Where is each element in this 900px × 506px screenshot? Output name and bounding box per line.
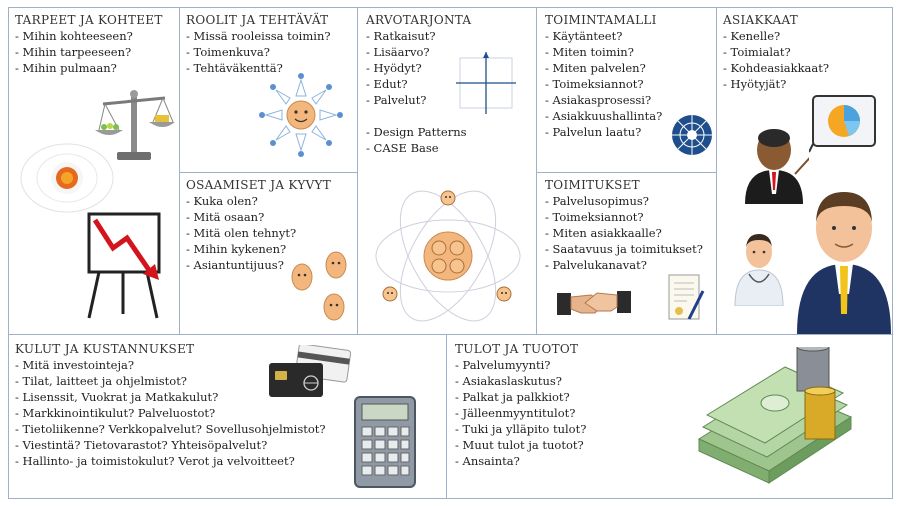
calculator-icon <box>354 396 416 488</box>
list-item: Mitä olen tehnyt? <box>186 225 297 241</box>
block-title: ASIAKKAAT <box>723 13 799 27</box>
list-item: Mihin tarpeeseen? <box>15 44 133 60</box>
credit-cards-icon <box>269 345 352 397</box>
list-item: Tuki ja ylläpito tulot? <box>455 421 587 437</box>
list-item: Palvelumyynti? <box>455 357 586 373</box>
block-title: KULUT JA KUSTANNUKSET <box>15 342 195 356</box>
block-title: ARVOTARJONTA <box>366 13 472 27</box>
list-item: Mitä investointeja? <box>15 357 326 373</box>
block-title: TARPEET JA KOHTEET <box>15 13 163 27</box>
block-items: Palvelusopimus? Toimeksiannot? Miten asi… <box>545 193 703 273</box>
block-items: Palvelumyynti? Asiakaslaskutus? Palkat j… <box>455 357 587 469</box>
list-item: Hyötyjät? <box>723 76 829 92</box>
quadrant-icon <box>456 52 516 114</box>
list-item: Missä rooleissa toimin? <box>186 28 331 44</box>
list-item: Tilat, laitteet ja ohjelmistot? <box>15 373 326 389</box>
list-item: Saatavuus ja toimitukset? <box>545 241 703 257</box>
list-item: Toimeksiannot? <box>545 76 662 92</box>
block-osaamiset: OSAAMISET JA KYVYT Kuka olen? Mitä osaan… <box>179 172 358 335</box>
list-item: Ansainta? <box>455 453 586 469</box>
list-item: Palvelusopimus? <box>545 193 703 209</box>
block-title: OSAAMISET JA KYVYT <box>186 178 332 192</box>
list-item: - Design Patterns <box>366 125 467 139</box>
block-asiakkaat: ASIAKKAAT Kenelle? Toimialat? Kohdeasiak… <box>716 7 893 335</box>
list-item: Edut? <box>366 76 436 92</box>
block-arvotarjonta: ARVOTARJONTA Ratkaisut? Lisäarvo? Hyödyt… <box>357 7 537 335</box>
scale-icon <box>95 90 175 160</box>
block-items: Missä rooleissa toimin? Toimenkuva? Teht… <box>186 28 331 76</box>
list-item: Hallinto- ja toimistokulut? Verot ja vel… <box>15 453 326 469</box>
doctor-icon <box>734 234 784 306</box>
businessman-light-icon <box>797 192 891 334</box>
block-items: Ratkaisut? Lisäarvo? Hyödyt? Edut? Palve… <box>366 28 436 108</box>
list-item: Muut tulot ja tuotot? <box>455 437 586 453</box>
process-wheel-icon <box>672 115 712 155</box>
list-item: Asiantuntijuus? <box>186 257 296 273</box>
list-item: Asiakkuushallinta? <box>545 108 663 124</box>
block-title: TULOT JA TUOTOT <box>455 342 579 356</box>
value-atom-icon <box>375 190 521 322</box>
list-item: Kenelle? <box>723 28 829 44</box>
list-item: Mihin kykenen? <box>186 241 296 257</box>
list-item: Asiakasprosessi? <box>545 92 662 108</box>
list-item: Miten asiakkaalle? <box>545 225 703 241</box>
atom-icon <box>20 143 114 213</box>
list-item: Asiakaslaskutus? <box>455 373 586 389</box>
block-tarpeet: TARPEET JA KOHTEET Mihin kohteeseen? Mih… <box>8 7 180 335</box>
block-toimitukset: TOIMITUKSET Palvelusopimus? Toimeksianno… <box>536 172 717 335</box>
presentation-board-icon <box>809 95 876 153</box>
list-item: Palvelut? <box>366 92 436 108</box>
block-title: ROOLIT JA TEHTÄVÄT <box>186 13 329 27</box>
handshake-icon <box>557 291 631 315</box>
list-item: Mitä osaan? <box>186 209 296 225</box>
block-items: Kuka olen? Mitä osaan? Mitä olen tehnyt?… <box>186 193 297 273</box>
list-item: Kohdeasiakkaat? <box>723 60 830 76</box>
list-item: Toimeksiannot? <box>545 209 703 225</box>
list-item: Lisenssit, Vuokrat ja Matkakulut? <box>15 389 326 405</box>
list-item: Markkinointikulut? Palveluostot? <box>15 405 326 421</box>
list-item: Mihin kohteeseen? <box>15 28 133 44</box>
block-items: Kenelle? Toimialat? Kohdeasiakkaat? Hyöt… <box>723 28 830 92</box>
list-item: Tehtäväkenttä? <box>186 60 331 76</box>
block-items: Mitä investointeja? Tilat, laitteet ja o… <box>15 357 326 469</box>
list-item: - CASE Base <box>366 141 439 155</box>
list-item: Käytänteet? <box>545 28 662 44</box>
list-item: Mihin pulmaan? <box>15 60 133 76</box>
list-item: Hyödyt? <box>366 60 436 76</box>
block-items: Käytänteet? Miten toimin? Miten palvelen… <box>545 28 663 140</box>
block-title: TOIMINTAMALLI <box>545 13 657 27</box>
businessman-dark-icon <box>745 129 809 204</box>
block-roolit: ROOLIT JA TEHTÄVÄT Missä rooleissa toimi… <box>179 7 358 173</box>
block-items: Mihin kohteeseen? Mihin tarpeeseen? Mihi… <box>15 28 133 76</box>
extra-items: - Design Patterns - CASE Base <box>366 124 467 156</box>
heads-icon <box>291 251 347 321</box>
list-item: Toimenkuva? <box>186 44 331 60</box>
block-title: TOIMITUKSET <box>545 178 640 192</box>
list-item: Palvelukanavat? <box>545 257 703 273</box>
list-item: Miten palvelen? <box>545 60 662 76</box>
block-kulut: KULUT JA KUSTANNUKSET Mitä investointeja… <box>8 334 447 499</box>
list-item: Toimialat? <box>723 44 829 60</box>
money-stack-icon <box>697 347 853 484</box>
list-item: Kuka olen? <box>186 193 296 209</box>
list-item: Lisäarvo? <box>366 44 436 60</box>
roles-network-icon <box>259 73 343 157</box>
list-item: Viestintä? Tietovarastot? Yhteisöpalvelu… <box>15 437 326 453</box>
list-item: Tietoliikenne? Verkkopalvelut? Sovelluso… <box>15 421 326 437</box>
list-item: Jälleenmyyntitulot? <box>455 405 586 421</box>
declining-chart-icon <box>87 212 161 319</box>
list-item: Palkat ja palkkiot? <box>455 389 586 405</box>
list-item: Miten toimin? <box>545 44 662 60</box>
block-toimintamalli: TOIMINTAMALLI Käytänteet? Miten toimin? … <box>536 7 717 173</box>
list-item: Palvelun laatu? <box>545 124 662 140</box>
block-tulot: TULOT JA TUOTOT Palvelumyynti? Asiakasla… <box>446 334 893 499</box>
contract-icon <box>668 274 705 320</box>
list-item: Ratkaisut? <box>366 28 436 44</box>
